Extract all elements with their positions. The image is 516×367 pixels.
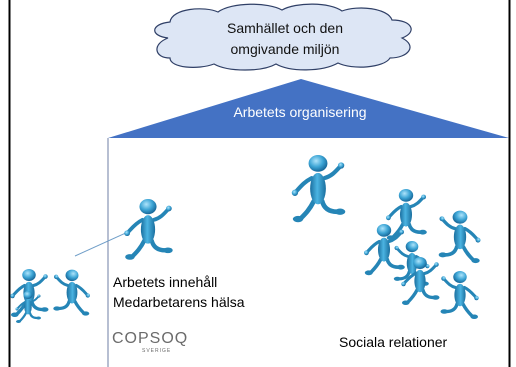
stick-person-icon — [384, 187, 429, 242]
stick-person-icon — [436, 208, 483, 265]
roof-shape — [108, 79, 509, 138]
social-label: Sociala relationer — [339, 334, 448, 350]
cloud-shape — [154, 3, 412, 71]
copsoq-logo: COPSOQ SVERIGE — [112, 330, 198, 360]
cloud-label-line2: omgivande miljön — [230, 41, 340, 57]
stick-person-icon — [51, 267, 92, 318]
logo-sub-text: SVERIGE — [142, 348, 172, 354]
connector-line — [74, 231, 129, 257]
stick-person-icon — [124, 199, 172, 260]
content-label: Arbetets innehåll — [113, 274, 218, 290]
cloud-label: Samhället och den omgivande miljön — [190, 18, 380, 60]
cloud-label-line1: Samhället och den — [227, 20, 343, 36]
stick-person-icon — [292, 155, 346, 222]
stick-person-icon — [438, 269, 481, 321]
roof-label: Arbetets organisering — [233, 104, 367, 120]
health-label: Medarbetarens hälsa — [113, 294, 245, 310]
logo-main-text: COPSOQ — [112, 330, 189, 347]
